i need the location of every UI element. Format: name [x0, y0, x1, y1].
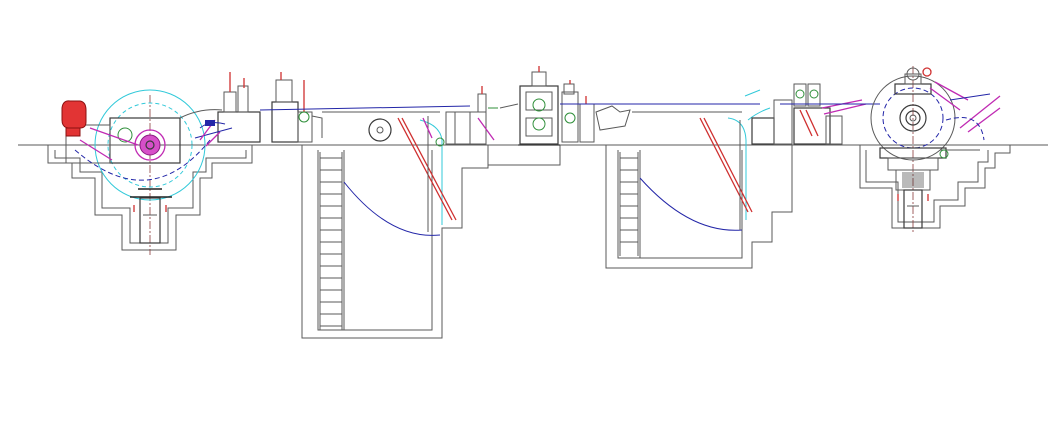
floor-foundation-outline [18, 144, 1048, 339]
loop-pit-1-strip-path [259, 105, 471, 236]
uncoiler-station [61, 89, 211, 255]
pinch-roll-station [179, 72, 261, 147]
pit-ladder-right [619, 152, 639, 256]
loop-pit-2-strip-path [560, 89, 771, 231]
entry-guide-table [445, 86, 519, 145]
tension-stand-station [751, 83, 880, 145]
slitter-station [518, 66, 631, 146]
pit-ladder-left [319, 152, 343, 330]
hydraulic-tank-icon [61, 100, 87, 137]
shear-station [271, 72, 323, 143]
recoiler-station [870, 66, 1001, 232]
